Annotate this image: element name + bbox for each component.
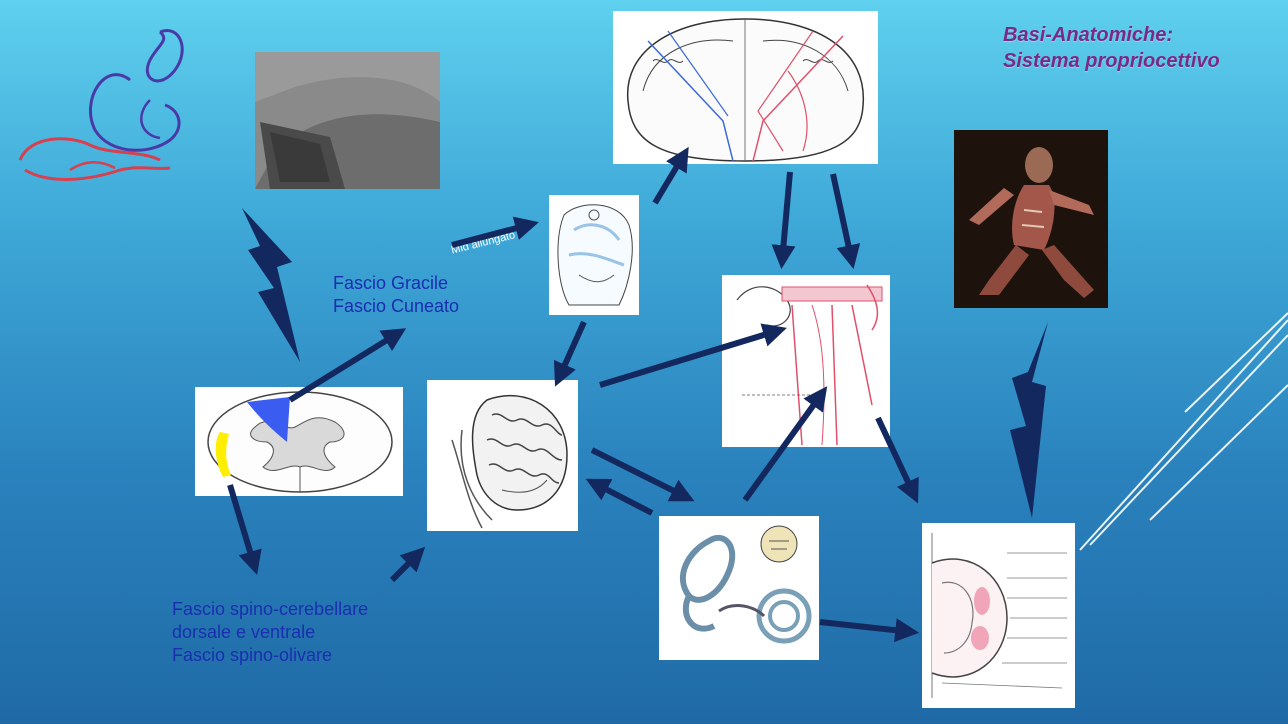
label-mid-allungato: Mid allungato xyxy=(450,229,516,256)
decorative-lines xyxy=(1080,313,1288,550)
spinal-cord-tracts xyxy=(922,523,1075,708)
arrow-cerebellum-to-ear xyxy=(592,450,688,498)
arrow-ear-to-cerebellum xyxy=(592,482,652,513)
muscle-figure-image xyxy=(954,130,1108,308)
arrow-up-to-cerebellum xyxy=(392,552,420,580)
arrow-cord-down xyxy=(230,485,255,568)
title-line-1: Basi-Anatomiche: xyxy=(1003,22,1220,48)
tissue-photo xyxy=(255,52,440,189)
label-fascio-gracile: Fascio Gracile xyxy=(333,272,459,295)
inner-ear-section xyxy=(659,516,819,660)
logo-figure xyxy=(10,20,210,190)
label-fascio-cuneato: Fascio Cuneato xyxy=(333,295,459,318)
arrow-medulla-to-cerebellum xyxy=(558,322,584,380)
label-spino-olivare: Fascio spino-olivare xyxy=(172,644,368,667)
arrow-ear-to-cord xyxy=(820,622,912,632)
gracile-cuneate-label: Fascio Gracile Fascio Cuneato xyxy=(333,272,459,318)
arrow-cortex-down-1 xyxy=(782,172,790,262)
medulla-section xyxy=(549,195,639,315)
label-dorsale-ventrale: dorsale e ventrale xyxy=(172,621,368,644)
slide-title: Basi-Anatomiche: Sistema propriocettivo xyxy=(1003,22,1220,74)
spinocerebellar-label: Fascio spino-cerebellare dorsale e ventr… xyxy=(172,598,368,667)
brain-coronal-section xyxy=(613,11,878,164)
arrow-cortex-down-2 xyxy=(833,174,852,262)
lightning-bolt-right xyxy=(1010,322,1048,518)
brainstem-pathways xyxy=(722,275,890,447)
title-line-2: Sistema propriocettivo xyxy=(1003,48,1220,74)
cerebellum-section xyxy=(427,380,578,531)
lightning-bolt-left xyxy=(242,208,300,362)
label-spino-cerebellare: Fascio spino-cerebellare xyxy=(172,598,368,621)
spinal-cord-section xyxy=(195,387,403,496)
